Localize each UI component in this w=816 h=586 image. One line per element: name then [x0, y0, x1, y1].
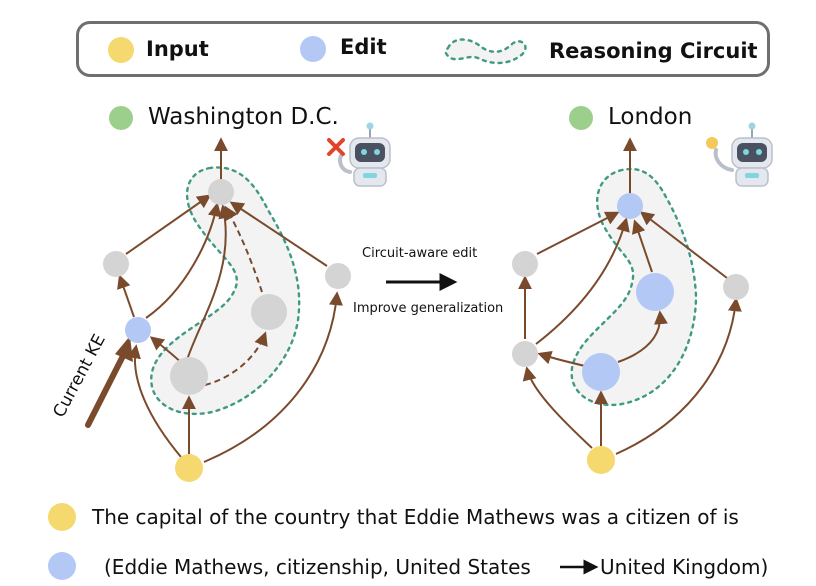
right-reasoning-circuit	[570, 167, 698, 407]
node-right-top-edit	[617, 193, 643, 219]
current-ke-arrow	[85, 347, 129, 428]
edge-right-to-top	[229, 201, 328, 267]
edge-r-input-to-right	[615, 297, 742, 455]
node-left-mid	[170, 357, 208, 395]
edge-r-bigblue-to-top	[631, 219, 653, 273]
node-right-input	[587, 446, 615, 474]
left-output-dot	[109, 106, 133, 130]
right-output-dot	[569, 106, 593, 130]
right-robot-icon	[706, 122, 773, 187]
node-left-right	[325, 263, 351, 289]
edge-r-leftlow-to-top	[535, 217, 630, 345]
edge-lefttop-to-top	[125, 194, 212, 255]
legend-circuit-label: Reasoning Circuit	[549, 39, 758, 63]
edge-r-right-to-top	[639, 211, 728, 279]
transition-top-label: Circuit-aware edit	[362, 246, 478, 261]
edge-r-input-to-leftlow	[522, 366, 593, 449]
node-right-big-edit	[636, 273, 674, 311]
footer-edit-text-suffix: United Kingdom)	[600, 555, 769, 579]
current-ke-arrowhead	[115, 336, 133, 362]
footer-input-text: The capital of the country that Eddie Ma…	[92, 505, 739, 529]
edge-r-midblue-to-leftlow	[537, 350, 586, 367]
node-right-lower-left	[512, 341, 538, 367]
legend-edit-label: Edit	[340, 35, 387, 59]
node-left-dashed-mid	[251, 294, 287, 330]
left-output-label: Washington D.C.	[148, 104, 339, 130]
error-x-icon	[327, 138, 345, 156]
edge-r-lefttop-to-top	[536, 211, 620, 255]
right-graph	[512, 106, 749, 474]
left-graph	[85, 106, 351, 482]
node-right-right	[723, 274, 749, 300]
legend-edit-dot	[300, 36, 326, 62]
left-robot-icon	[327, 122, 391, 187]
node-left-top	[208, 179, 234, 205]
edge-r-midblue-to-bigblue	[617, 310, 668, 363]
legend-input-label: Input	[146, 37, 209, 61]
edge-dashed-mid-to-r	[204, 331, 268, 386]
transition-bottom-label: Improve generalization	[353, 301, 504, 316]
edge-input-to-blue	[127, 344, 182, 458]
node-left-edit	[125, 317, 151, 343]
node-right-mid-edit	[582, 353, 620, 391]
footer-input-dot	[48, 503, 76, 531]
left-reasoning-circuit	[150, 166, 301, 416]
legend-circuit-icon	[444, 38, 527, 65]
legend-box	[76, 21, 770, 77]
node-right-upper-left	[512, 251, 538, 277]
node-left-input	[175, 454, 203, 482]
edge-blue-to-top	[145, 202, 222, 319]
node-left-upper-left	[103, 251, 129, 277]
footer-edit-text-prefix: (Eddie Mathews, citizenship, United Stat…	[104, 555, 531, 579]
right-output-label: London	[608, 104, 693, 130]
edge-dashed-r-to-top	[224, 205, 263, 293]
edge-input-to-right	[203, 291, 343, 463]
lightbulb-icon	[706, 137, 718, 149]
legend-input-dot	[108, 37, 134, 63]
footer-edit-dot	[48, 552, 76, 580]
edge-mid-to-top	[186, 204, 233, 361]
edge-blue-to-lefttop	[117, 274, 135, 318]
